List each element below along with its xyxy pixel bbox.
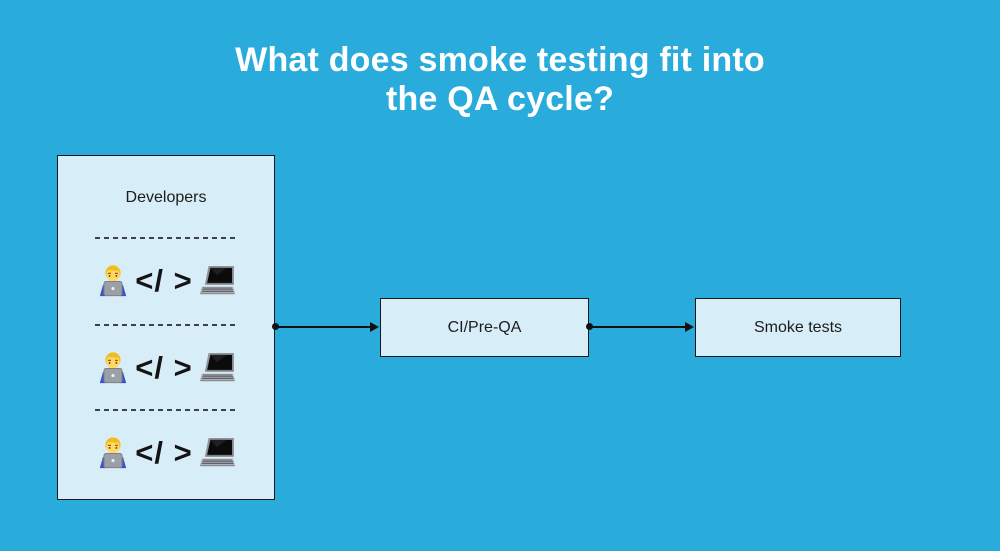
developers-panel: Developers </ > [57,155,275,500]
page-title: What does smoke testing fit into the QA … [0,41,1000,119]
page-title-line-1: What does smoke testing fit into [235,41,765,79]
dashed-divider [95,324,236,326]
code-snippet-text: </ > [135,435,193,470]
connector-line [589,326,686,328]
node-label: CI/Pre-QA [447,318,522,336]
connector-line [275,326,371,328]
developer-row: </ > [58,434,274,472]
node-smoke-tests: Smoke tests [695,298,901,357]
laptop-icon [199,437,235,467]
arrowhead-icon [370,322,379,332]
laptop-icon [199,352,235,382]
arrowhead-icon [685,322,694,332]
technologist-icon [100,265,127,297]
laptop-icon [199,265,235,295]
page-title-line-2: the QA cycle? [385,80,615,118]
developers-panel-label: Developers [125,189,207,206]
code-snippet-text: </ > [135,263,193,298]
technologist-icon [100,352,127,384]
developer-row: </ > [58,349,274,387]
code-snippet-text: </ > [135,350,193,385]
dashed-divider [95,409,236,411]
dashed-divider [95,237,236,239]
node-ci-pre-qa: CI/Pre-QA [380,298,589,357]
developer-row: </ > [58,262,274,300]
technologist-icon [100,437,127,469]
node-label: Smoke tests [753,318,843,336]
